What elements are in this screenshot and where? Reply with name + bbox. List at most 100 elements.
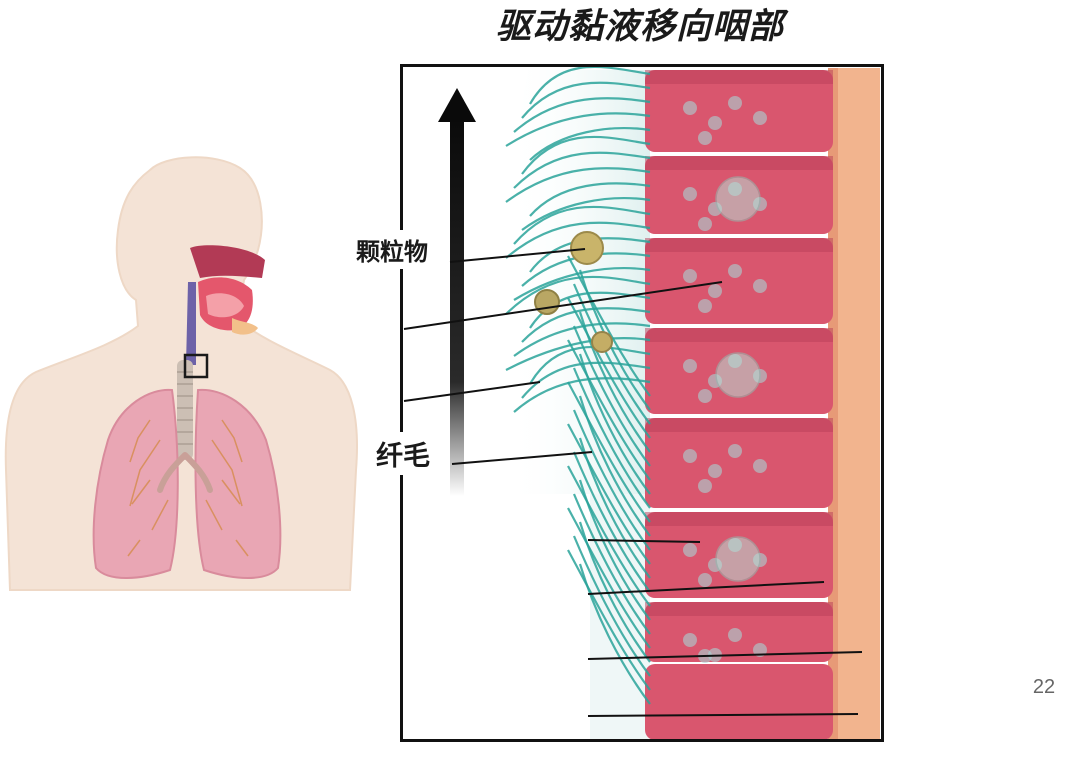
cilium: [513, 151, 651, 189]
cilium: [513, 267, 651, 301]
callout-lines: [403, 248, 863, 717]
vesicle: [753, 643, 767, 657]
cilium: [572, 283, 651, 425]
bronchi: [157, 452, 213, 493]
cell-border: [645, 418, 833, 432]
callout-line-b: [587, 581, 825, 595]
vesicle: [753, 111, 767, 125]
vesicle: [708, 284, 722, 298]
cilium: [505, 167, 651, 203]
cilium: [572, 451, 651, 593]
vesicle: [698, 389, 712, 403]
cilium: [578, 479, 651, 621]
cilium: [521, 197, 651, 231]
cilium: [505, 221, 651, 259]
cilium: [505, 112, 651, 147]
epithelial-cell: [645, 238, 833, 324]
cell-nucleus: [715, 176, 761, 222]
cilium: [578, 353, 651, 495]
cilium: [529, 182, 651, 217]
vesicle: [728, 444, 742, 458]
callout-line-d: [587, 713, 859, 717]
particles-label: 颗粒物: [352, 230, 432, 269]
particle: [591, 331, 613, 353]
connective-tissue: [830, 68, 880, 740]
vesicle: [708, 116, 722, 130]
vesicle: [683, 101, 697, 115]
vesicle: [683, 269, 697, 283]
particles: [534, 231, 613, 353]
cilium: [513, 205, 651, 245]
callout-line-particles: [449, 248, 586, 263]
cilium: [567, 507, 651, 649]
cilium: [521, 81, 651, 119]
cell-border: [645, 512, 833, 526]
diagram-frame: [400, 64, 884, 742]
cilium: [572, 535, 651, 677]
vesicle: [698, 131, 712, 145]
mucus-layer: [507, 70, 650, 494]
cilium: [578, 563, 651, 705]
cilium: [567, 381, 651, 523]
callout-line-cilia: [451, 451, 593, 465]
epithelial-cell: [645, 418, 833, 508]
head-airway: [186, 245, 265, 365]
cilium: [567, 255, 651, 397]
cell-border: [645, 602, 833, 616]
cell-border: [645, 70, 833, 84]
cilium: [521, 135, 651, 175]
cilium: [529, 291, 651, 329]
vesicle: [683, 359, 697, 373]
cilium: [567, 423, 651, 565]
vesicle: [698, 299, 712, 313]
callout-line-cell: [403, 281, 723, 330]
vesicle: [698, 217, 712, 231]
cell-border: [645, 328, 833, 342]
vesicle: [728, 264, 742, 278]
epithelial-cell: [645, 70, 833, 152]
vesicle: [683, 543, 697, 557]
cilium: [567, 297, 651, 439]
cilium: [572, 367, 651, 509]
cilium: [513, 377, 651, 413]
cilia-diagram: [400, 64, 884, 742]
cilium: [529, 127, 651, 161]
cilia-label: 纤毛: [370, 432, 436, 475]
cilium: [521, 361, 651, 399]
cilium: [505, 337, 651, 371]
callout-line-a: [587, 539, 701, 543]
cilium: [567, 549, 651, 691]
cilium: [578, 521, 651, 663]
cilia-strands: [505, 65, 651, 705]
vesicle: [683, 449, 697, 463]
vesicle: [683, 633, 697, 647]
cilium: [572, 493, 651, 635]
vesicle: [698, 573, 712, 587]
particle: [570, 231, 604, 265]
page-number: 22: [1032, 676, 1056, 698]
vesicle: [698, 479, 712, 493]
cilium: [578, 311, 651, 453]
cilium: [572, 325, 651, 467]
respiratory-system-illustration: [4, 156, 358, 591]
particle: [534, 289, 560, 315]
cilium: [578, 437, 651, 579]
left-lung: [92, 388, 179, 579]
cilium: [578, 395, 651, 537]
highlight-box: [183, 353, 209, 379]
cilium: [513, 97, 651, 133]
cell-border: [645, 156, 833, 170]
cilium: [572, 409, 651, 551]
trachea: [177, 360, 193, 460]
cell-nucleus: [715, 536, 761, 582]
callout-line-c: [587, 651, 863, 660]
vesicle: [708, 464, 722, 478]
vesicle: [753, 279, 767, 293]
epithelium: [645, 68, 880, 740]
callout-line-mucus: [403, 381, 541, 402]
vesicle: [728, 628, 742, 642]
cell-border: [645, 238, 833, 252]
epithelial-cell: [645, 664, 833, 740]
vesicle: [753, 459, 767, 473]
vesicle: [728, 96, 742, 110]
